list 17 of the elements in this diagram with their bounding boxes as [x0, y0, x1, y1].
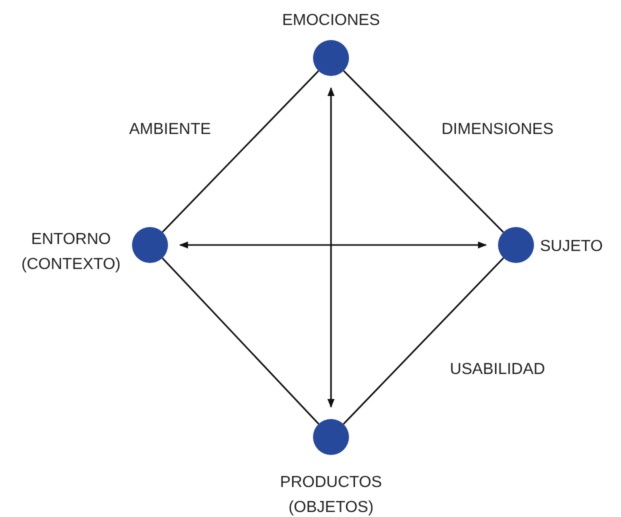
node-circle [132, 227, 168, 263]
connector-line [342, 257, 504, 425]
node-label: EMOCIONES [281, 11, 381, 31]
node-circle [313, 40, 349, 76]
side-label: DIMENSIONES [440, 120, 554, 140]
node-label: ENTORNO (CONTEXTO) [20, 230, 122, 275]
side-label: AMBIENTE [128, 120, 212, 140]
double-arrow [179, 241, 487, 249]
connector-line [162, 70, 320, 233]
node-circle [498, 227, 534, 263]
node-label: SUJETO [540, 237, 604, 257]
node-circle [313, 419, 349, 455]
connector-line [162, 258, 320, 424]
node-label: PRODUCTOS (OBJETOS) [279, 473, 383, 517]
side-label: USABILIDAD [448, 360, 546, 380]
double-arrow [327, 87, 335, 408]
connector-line [343, 70, 504, 233]
